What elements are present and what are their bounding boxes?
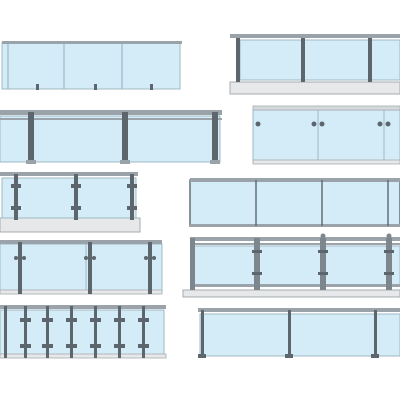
base-slab (0, 217, 141, 233)
railing-baluster-posts-glass (182, 233, 400, 298)
glass-panel (1, 42, 181, 90)
railing-multi-post-glass (0, 305, 167, 359)
railing-framed-glass-panels (189, 178, 400, 227)
top-cap-rail (2, 41, 182, 44)
railing-glass-posts-row2 (0, 110, 222, 164)
railing-slim-posts-glass (198, 308, 400, 358)
railing-point-fixed-glass (252, 105, 400, 165)
railing-spigot-clamp-glass (0, 172, 141, 233)
railing-standoff-posts-glass (0, 240, 163, 295)
railing-glass-top-rail-posts (229, 34, 400, 95)
base-slab (182, 289, 400, 298)
base-slab (229, 81, 400, 95)
railing-frameless-glass-top-cap (1, 41, 182, 90)
top-rail (0, 110, 222, 115)
top-rail (230, 34, 400, 38)
